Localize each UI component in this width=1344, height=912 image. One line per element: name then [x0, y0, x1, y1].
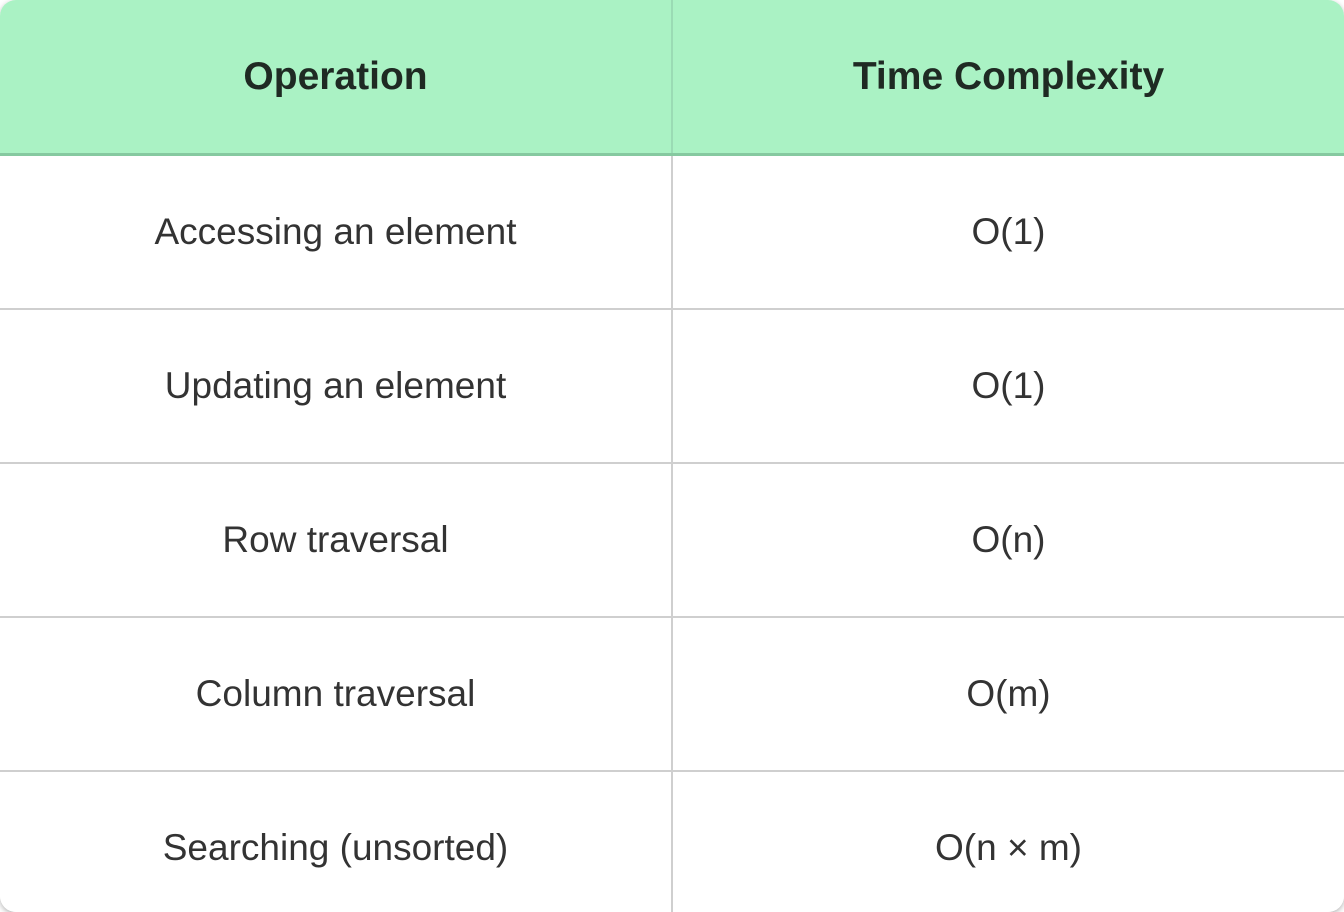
cell-operation: Searching (unsorted) [0, 771, 673, 912]
cell-operation: Updating an element [0, 309, 673, 464]
cell-operation: Accessing an element [0, 154, 673, 310]
table-row: Updating an element O(1) [0, 309, 1344, 464]
cell-complexity: O(1) [672, 154, 1344, 310]
table-row: Row traversal O(n) [0, 463, 1344, 618]
table-body: Accessing an element O(1) Updating an el… [0, 154, 1344, 912]
cell-complexity: O(n × m) [672, 771, 1344, 912]
column-header-operation: Operation [0, 0, 673, 156]
table-header-row: Operation Time Complexity [0, 0, 1344, 156]
cell-complexity: O(1) [672, 309, 1344, 464]
table-row: Accessing an element O(1) [0, 154, 1344, 310]
column-header-time-complexity: Time Complexity [672, 0, 1344, 156]
cell-complexity: O(n) [672, 463, 1344, 618]
table-row: Column traversal O(m) [0, 617, 1344, 772]
cell-complexity: O(m) [672, 617, 1344, 772]
cell-operation: Row traversal [0, 463, 673, 618]
table-header: Operation Time Complexity [0, 0, 1344, 156]
table-row: Searching (unsorted) O(n × m) [0, 771, 1344, 912]
cell-operation: Column traversal [0, 617, 673, 772]
